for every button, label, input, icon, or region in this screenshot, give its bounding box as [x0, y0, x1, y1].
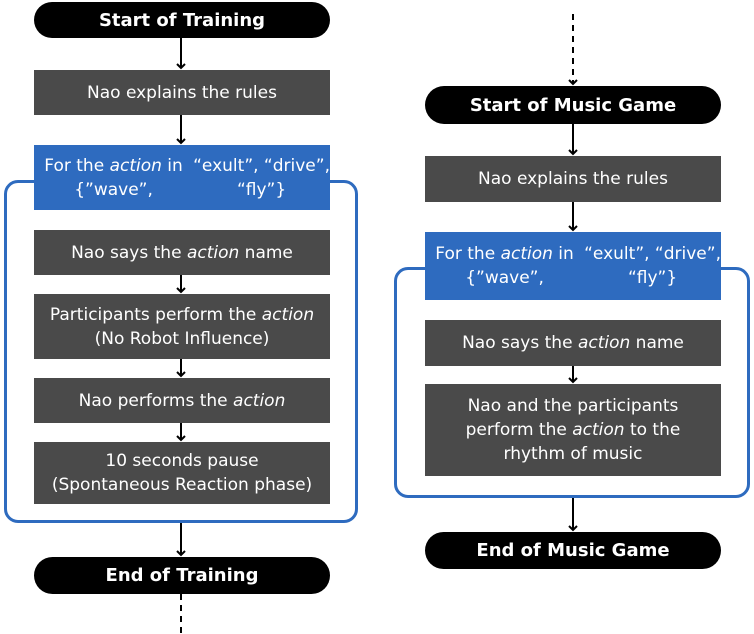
training-start-terminal: Start of Training — [34, 2, 330, 38]
training-perform-em: action — [261, 304, 315, 325]
music-says-step: Nao says the action name — [425, 320, 721, 366]
music-perform-step: Nao and the participants perform the act… — [425, 384, 721, 476]
training-perform-step: Participants perform the action (No Robo… — [34, 294, 330, 359]
training-pause-line1: 10 seconds pause — [105, 451, 259, 471]
training-nao-performs-em: action — [233, 390, 286, 411]
training-nao-performs-pre: Nao performs the — [78, 390, 234, 411]
music-says-em: action — [577, 333, 631, 353]
music-loop-text-post: in {”wave”, — [465, 244, 574, 288]
music-perform-line1: Nao and the participants — [467, 396, 679, 416]
music-perform-post: to the — [624, 420, 681, 440]
music-loop-text-pre: For the — [435, 244, 501, 264]
training-perform-pre: Participants perform the — [49, 304, 262, 325]
training-loop-header: For the action in {”wave”, “exult”, “dri… — [34, 145, 330, 210]
training-loop-text-line2: “exult”, “drive”, “fly”} — [193, 155, 330, 200]
training-explain-step: Nao explains the rules — [34, 70, 330, 115]
music-loop-text-line2: “exult”, “drive”, “fly”} — [584, 244, 721, 288]
training-nao-performs-step: Nao performs the action — [34, 378, 330, 423]
training-end-terminal: End of Training — [34, 557, 330, 594]
training-says-post: name — [239, 242, 293, 263]
music-perform-line3: rhythm of music — [503, 444, 643, 464]
music-says-post: name — [630, 333, 684, 353]
music-perform-em: action — [572, 420, 625, 440]
training-loop-text-pre: For the — [44, 155, 110, 176]
music-end-terminal: End of Music Game — [425, 532, 721, 569]
music-explain-step: Nao explains the rules — [425, 156, 721, 202]
music-perform-pre: perform the — [465, 420, 573, 440]
music-loop-header: For the action in {”wave”, “exult”, “dri… — [425, 232, 721, 300]
training-pause-step: 10 seconds pause (Spontaneous Reaction p… — [34, 442, 330, 504]
training-perform-line2: (No Robot Influence) — [94, 328, 270, 349]
training-says-pre: Nao says the — [71, 242, 187, 263]
music-start-terminal: Start of Music Game — [425, 86, 721, 124]
music-says-pre: Nao says the — [462, 333, 578, 353]
training-loop-text-post: in {”wave”, — [74, 155, 183, 200]
training-loop-text-em: action — [109, 155, 162, 176]
training-says-step: Nao says the action name — [34, 230, 330, 275]
music-loop-text-em: action — [500, 244, 553, 264]
training-pause-line2: (Spontaneous Reaction phase) — [51, 475, 313, 495]
training-says-em: action — [186, 242, 240, 263]
